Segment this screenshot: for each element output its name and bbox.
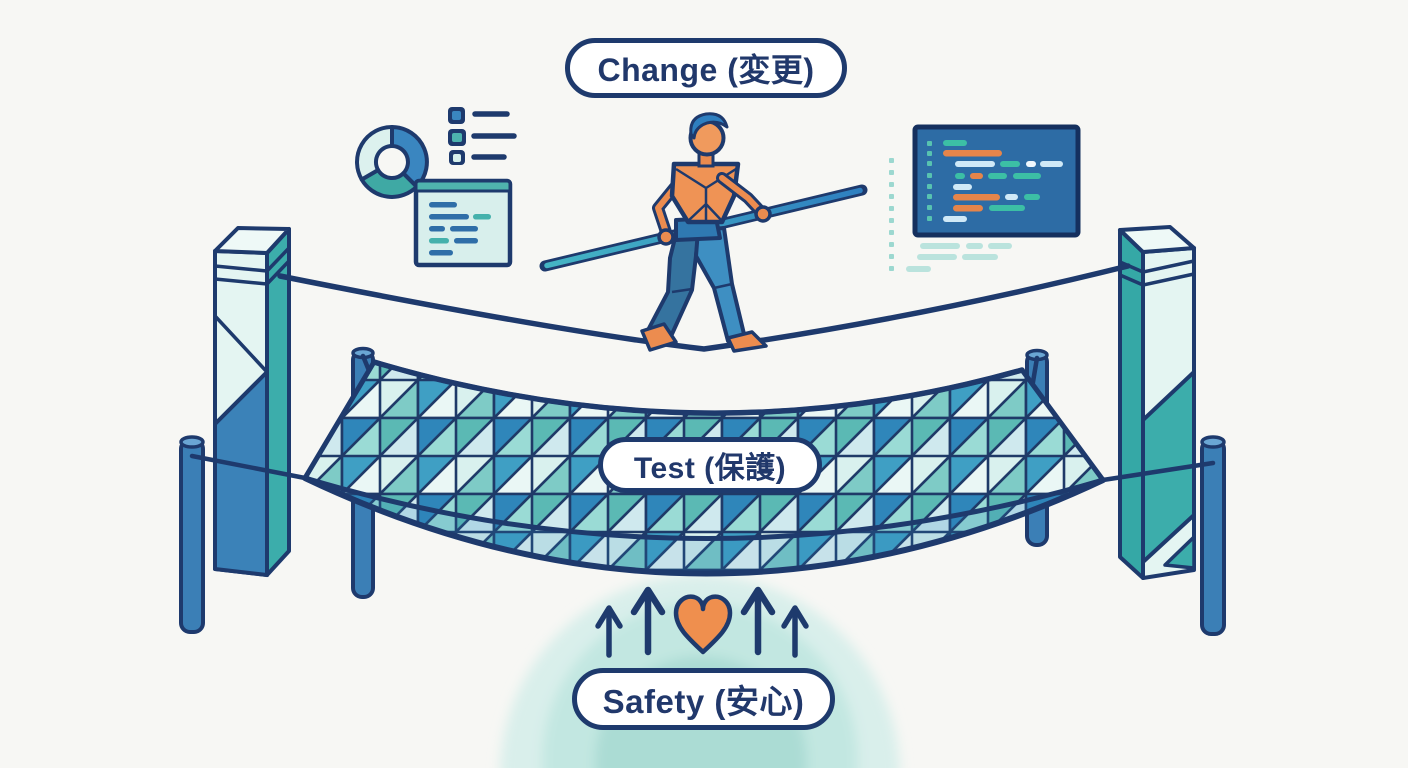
up-arrow-large-right (740, 586, 776, 656)
document-icon (413, 178, 513, 268)
walker-back-hand (657, 228, 675, 246)
analytics-cluster (355, 107, 517, 268)
up-arrow-small-right (781, 605, 809, 658)
code-window-icon (912, 124, 1081, 238)
heart-icon (673, 594, 733, 655)
right-tower (1118, 225, 1196, 580)
change-label: Change (変更) (597, 52, 815, 88)
code-dots-column (889, 158, 894, 271)
tightrope-walker (539, 112, 868, 353)
checklist-icon (448, 107, 517, 165)
support-pole-left (179, 435, 205, 634)
support-pole-right (1200, 435, 1226, 636)
walker-feet (640, 322, 768, 353)
up-arrow-large-left (630, 586, 666, 656)
code-ghost-lines (906, 243, 1012, 272)
walker-hair (689, 112, 729, 140)
change-label-pill: Change (変更) (565, 38, 847, 98)
safety-net (302, 359, 1106, 577)
tightrope (277, 263, 1131, 352)
safety-arrows-heart (595, 586, 809, 658)
donut-chart-icon (355, 125, 429, 199)
walker-front-hand (754, 205, 772, 223)
test-label-pill: Test (保護) (598, 437, 822, 493)
up-arrow-small-left (595, 605, 623, 658)
safety-label: Safety (安心) (602, 683, 805, 720)
safety-label-pill: Safety (安心) (572, 668, 835, 730)
walker-torso (669, 161, 741, 225)
test-label: Test (保護) (633, 452, 787, 485)
code-cluster (889, 124, 1081, 272)
left-tower (213, 226, 291, 577)
